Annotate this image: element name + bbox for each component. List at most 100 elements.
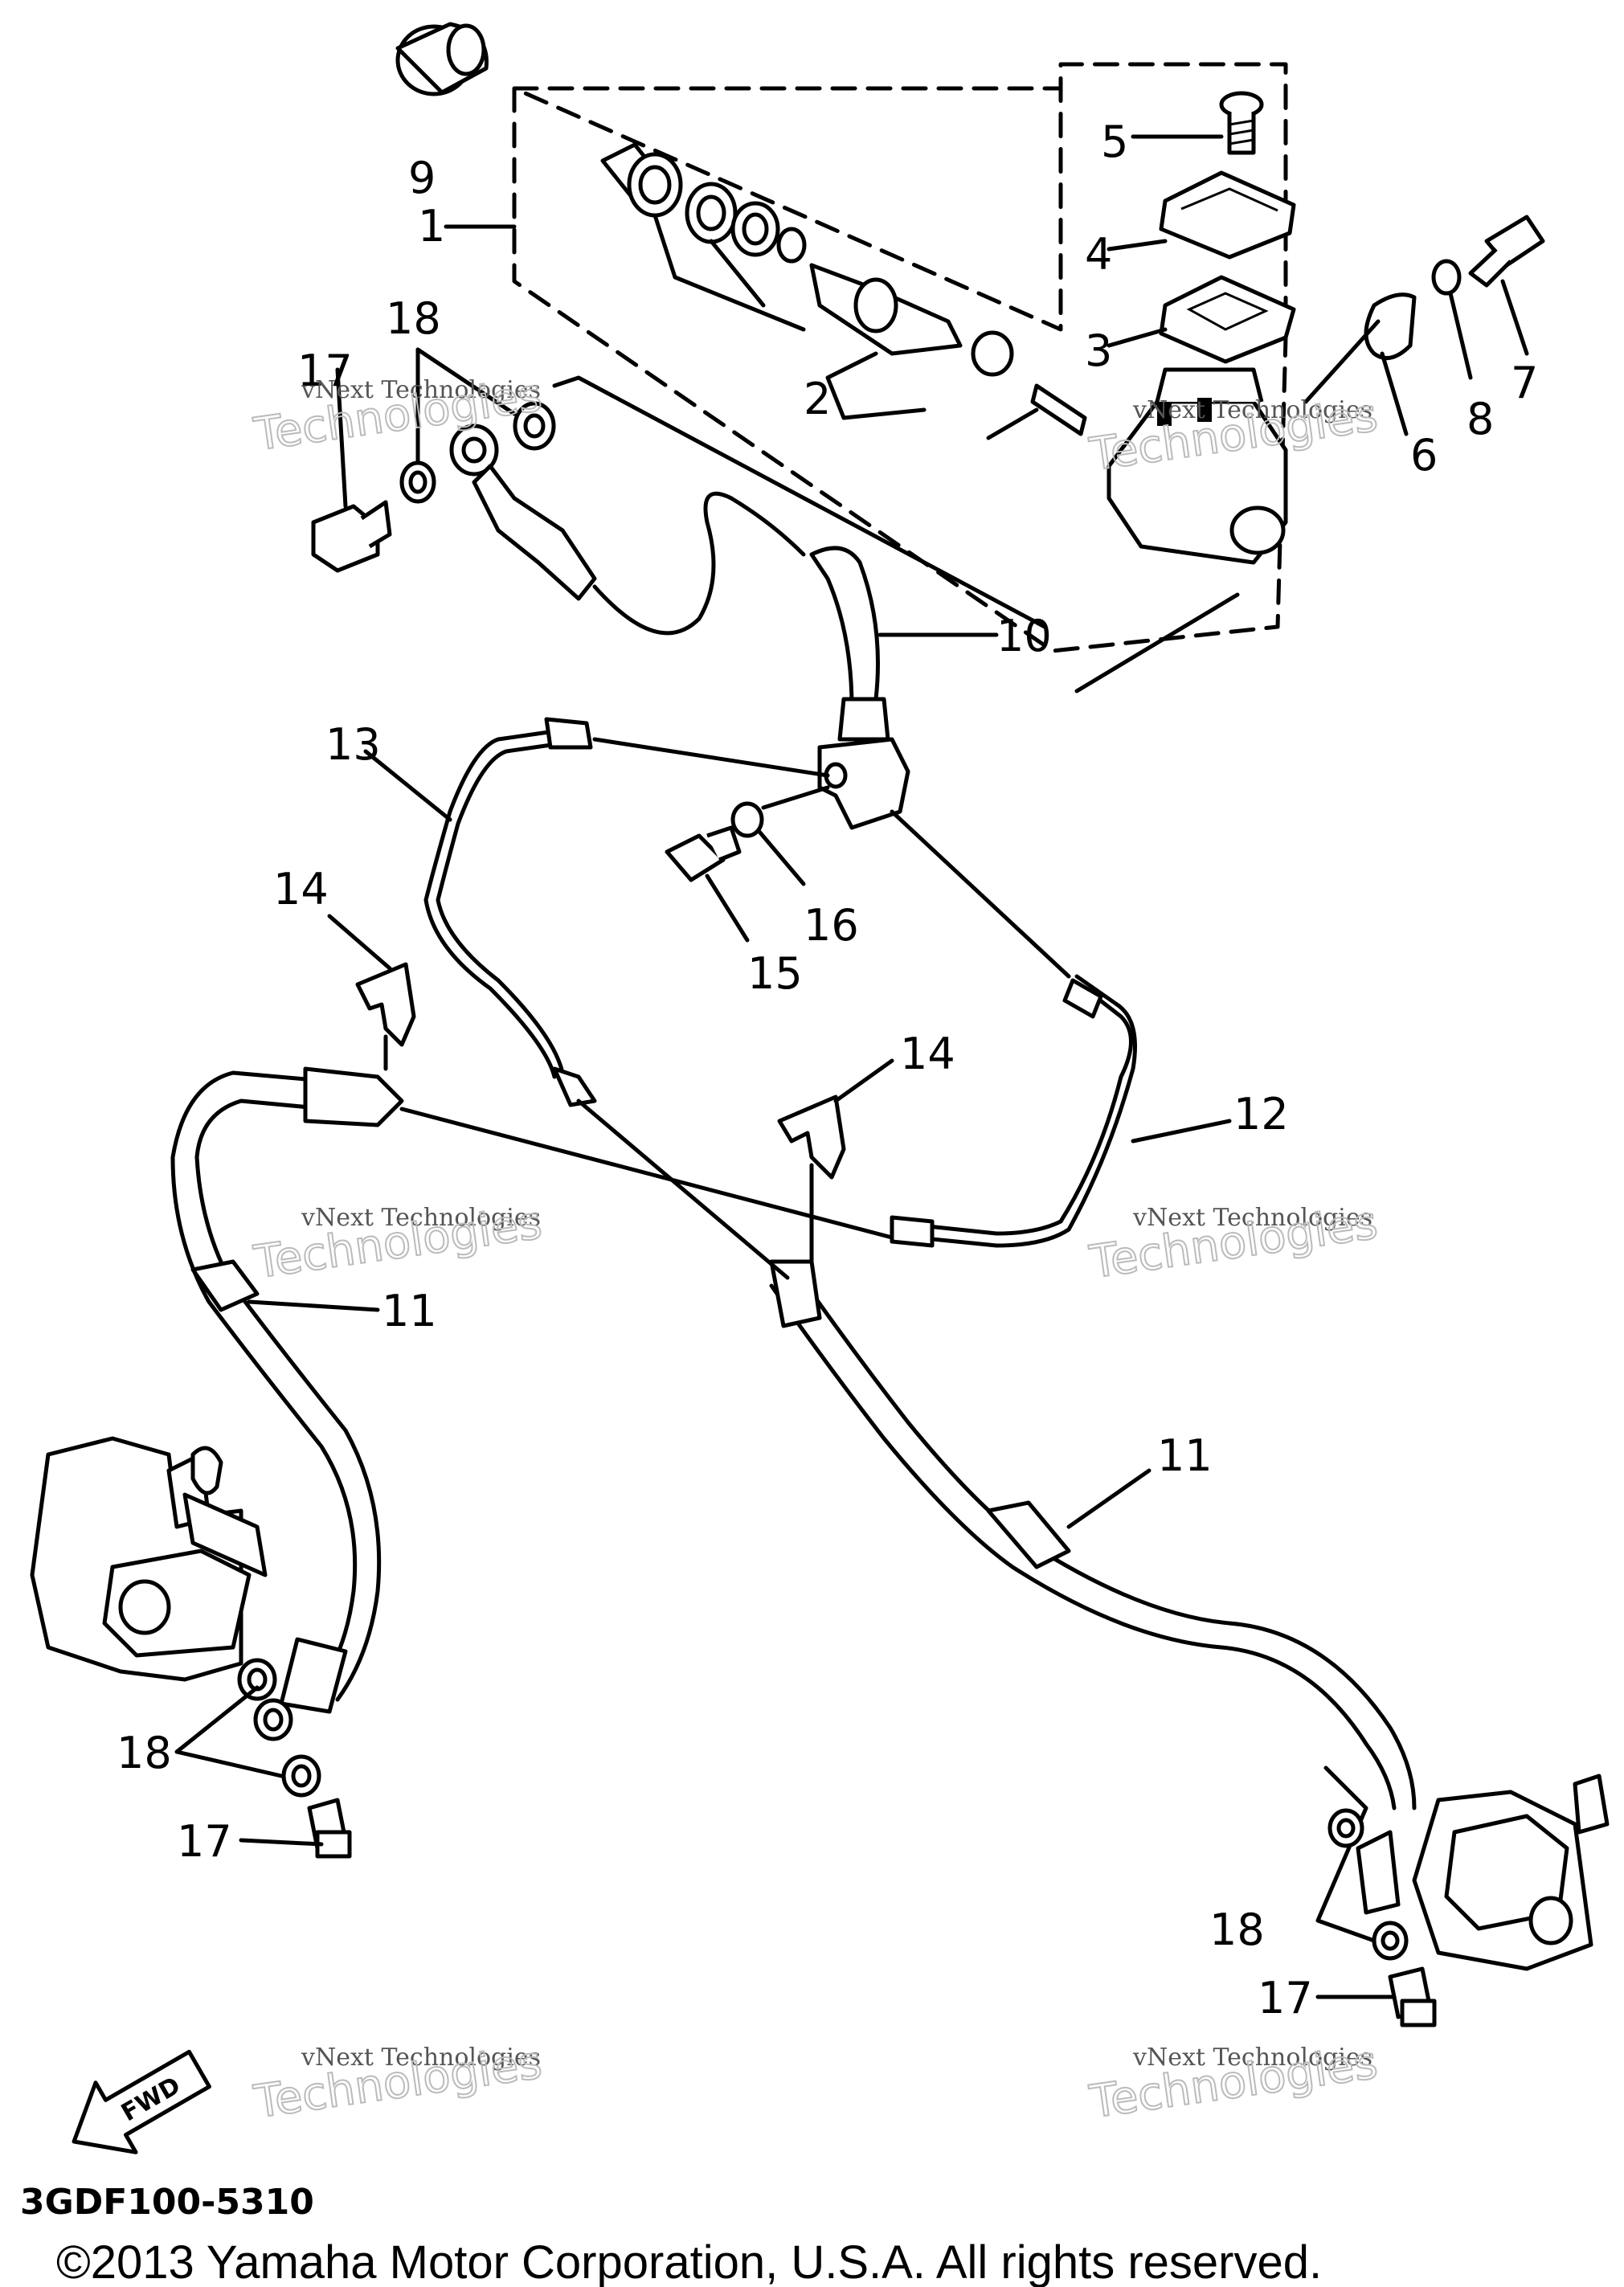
leader-left-hose — [399, 1107, 894, 1240]
copyright-text: ©2013 Yamaha Motor Corporation, U.S.A. A… — [56, 2236, 1322, 2287]
leader-4 — [1107, 239, 1168, 252]
leader-16 — [757, 829, 806, 886]
reservoir-cap-part — [1159, 170, 1296, 260]
callout-label: 1 — [418, 201, 445, 252]
callout-label: 13 — [325, 719, 381, 770]
right-hose-banjo — [1356, 1830, 1401, 1915]
master-cylinder-body — [1107, 367, 1288, 565]
right-caliper-part — [1412, 1774, 1610, 1971]
right-bleed-bolt-part — [1388, 1966, 1437, 2027]
pipe-12-fitting-bottom — [890, 1215, 935, 1248]
diagram-code: 3GDF100-5310 — [20, 2182, 314, 2223]
leader-17-upper — [335, 367, 348, 509]
pipe-13-fitting-top — [544, 717, 593, 750]
diaphragm-part — [1159, 275, 1296, 364]
callout-label: 3 — [1085, 325, 1112, 376]
watermark: vNext Technologies Technologies — [250, 2035, 546, 2129]
washer-part — [1431, 259, 1462, 296]
left-hose-fitting-top — [303, 1066, 404, 1127]
pipe-12-fitting-top — [1062, 978, 1103, 1019]
callout-label: 14 — [273, 864, 329, 914]
leader-junction — [761, 785, 830, 810]
leader-6 — [1380, 351, 1409, 436]
callout-label: 18 — [386, 293, 441, 344]
bolt-part — [1468, 215, 1545, 288]
hose-10-part — [809, 546, 890, 742]
callout-label: 16 — [804, 900, 859, 951]
leader-clamp — [1303, 319, 1381, 404]
callout-label: 4 — [1085, 229, 1112, 280]
watermark: vNext Technologies Technologies — [250, 368, 546, 462]
svg-text:vNext Technologies: vNext Technologies — [1132, 396, 1372, 424]
callout-label: 6 — [1410, 430, 1438, 481]
upper-hose-line — [592, 491, 806, 636]
callout-label: 5 — [1101, 117, 1128, 167]
callout-label: 12 — [1233, 1089, 1289, 1139]
svg-text:vNext Technologies: vNext Technologies — [1132, 2044, 1372, 2072]
fwd-arrow-icon: FWD — [72, 2049, 211, 2154]
watermark: vNext Technologies Technologies — [1086, 2035, 1381, 2129]
leader-8 — [1448, 291, 1473, 380]
leader-kit-1 — [652, 213, 806, 332]
leader-pipe12 — [890, 809, 1071, 979]
left-hose-fitting-bottom — [279, 1637, 348, 1714]
callout-label: 15 — [747, 948, 803, 999]
callout-label: 14 — [900, 1029, 955, 1079]
pipe-13-fitting-bottom — [552, 1066, 597, 1107]
piston-kit — [600, 142, 1087, 436]
left-hose-joint — [190, 1259, 260, 1312]
leader-body — [1074, 592, 1240, 693]
leader-18-left — [174, 1685, 284, 1778]
callout-label: 8 — [1467, 394, 1494, 444]
callout-label: 17 — [297, 346, 353, 396]
junction-bolt-part — [665, 825, 742, 882]
leader-14-right — [833, 1058, 894, 1103]
leader-15 — [705, 873, 750, 943]
leader-2 — [825, 351, 1039, 440]
callout-label: 11 — [1157, 1430, 1213, 1481]
leader-18-right — [1315, 1765, 1377, 1943]
svg-text:vNext Technologies: vNext Technologies — [301, 2044, 541, 2072]
leader-kit-2 — [709, 239, 766, 308]
leader-14-left — [327, 914, 392, 971]
left-hose-11 — [170, 1070, 372, 1698]
callout-label: 18 — [117, 1728, 172, 1778]
upper-banjo-bolt-part — [311, 500, 392, 573]
callout-label: 10 — [996, 611, 1052, 661]
brake-pipe-12 — [914, 974, 1137, 1248]
leader-17-left — [239, 1838, 324, 1847]
leader-hose-upper — [552, 375, 1047, 629]
callout-label: 17 — [1258, 1973, 1313, 2023]
callout-label: 2 — [804, 374, 831, 424]
left-bleed-bolt-part — [307, 1798, 352, 1859]
callout-label: 18 — [1209, 1904, 1265, 1955]
right-hose-fitting-top — [769, 1259, 822, 1328]
callout-label: 7 — [1511, 358, 1538, 408]
callout-label: 11 — [382, 1286, 437, 1336]
leader-3 — [1107, 327, 1168, 348]
upper-hose-fitting — [449, 423, 597, 601]
left-caliper-part — [30, 1436, 293, 1741]
right-hose-11 — [793, 1267, 1417, 1810]
leader-18-upper-b — [415, 347, 517, 416]
leader-12 — [1131, 1119, 1232, 1144]
watermark: vNext Technologies Technologies — [250, 1196, 546, 1290]
leader-13 — [363, 749, 452, 822]
leader-7 — [1500, 279, 1529, 356]
svg-text:vNext Technologies: vNext Technologies — [301, 376, 541, 404]
leader-11-left — [247, 1299, 380, 1312]
leader-11-right — [1066, 1468, 1152, 1529]
callout-label: 17 — [177, 1816, 232, 1867]
right-hose-joint — [986, 1500, 1071, 1569]
junction-washer-part — [730, 801, 764, 838]
brake-pipe-13 — [423, 729, 557, 1079]
clip-left-part — [355, 962, 416, 1047]
boot-part — [395, 22, 489, 96]
watermark: vNext Technologies Technologies — [1086, 1196, 1381, 1290]
clip-right-part — [777, 1094, 846, 1180]
leader-pipe13 — [592, 737, 830, 778]
leader-right-hose — [576, 1098, 790, 1280]
svg-text:vNext Technologies: vNext Technologies — [1132, 1204, 1372, 1232]
screw-part — [1219, 91, 1264, 155]
